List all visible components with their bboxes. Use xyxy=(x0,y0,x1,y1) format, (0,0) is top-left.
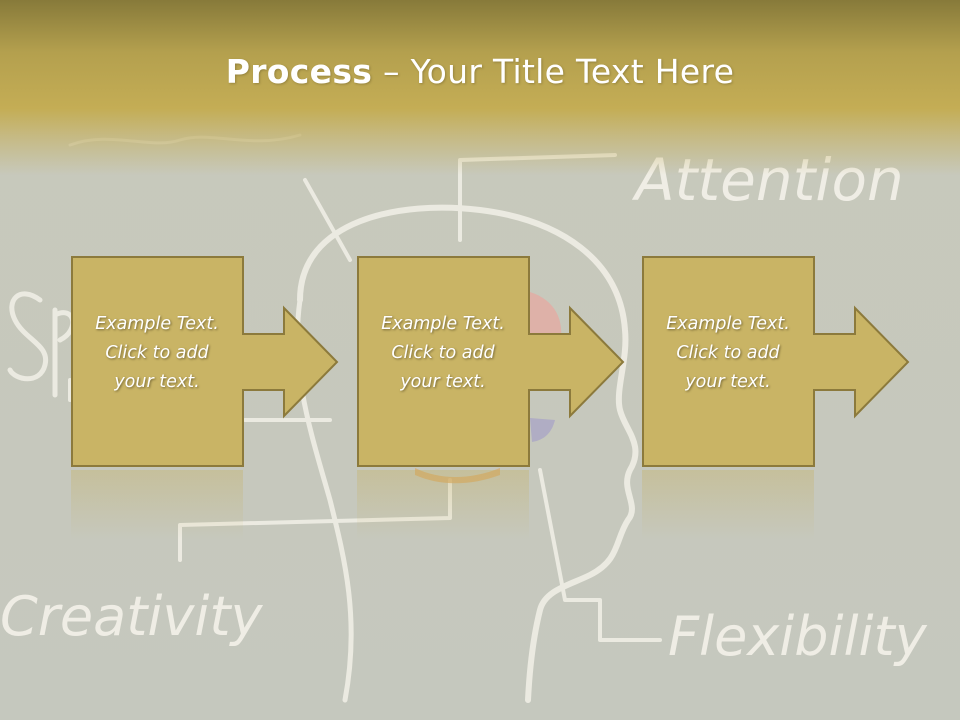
step-3-line-1: Example Text. xyxy=(666,314,790,334)
brain-region-purple xyxy=(530,418,555,442)
step-3-line-3: your text. xyxy=(685,372,771,392)
title-band xyxy=(0,0,960,175)
step-3-shape xyxy=(642,256,910,467)
process-step-3[interactable]: Example Text. Click to add your text. xyxy=(642,256,912,468)
step-1-line-3: your text. xyxy=(114,372,200,392)
chalk-line-diag xyxy=(303,178,352,262)
slide-title[interactable]: Process – Your Title Text Here xyxy=(0,52,960,91)
chalk-line-bottom xyxy=(178,478,452,562)
step-2-text[interactable]: Example Text. Click to add your text. xyxy=(357,310,529,397)
step-1-line-1: Example Text. xyxy=(95,314,219,334)
bg-word-creativity: Creativity xyxy=(0,585,264,648)
step-1-shape xyxy=(71,256,339,467)
bg-word-flexibility: Flexibility xyxy=(668,605,928,668)
title-rest-text: – Your Title Text Here xyxy=(372,52,735,91)
step-3-reflection xyxy=(642,470,814,540)
step-1-line-2: Click to add xyxy=(105,343,209,363)
step-2-line-2: Click to add xyxy=(391,343,495,363)
step-1-text[interactable]: Example Text. Click to add your text. xyxy=(71,310,243,397)
step-3-line-2: Click to add xyxy=(676,343,780,363)
step-1-reflection xyxy=(71,470,243,540)
process-step-2[interactable]: Example Text. Click to add your text. xyxy=(357,256,627,468)
chalk-letter-s xyxy=(7,291,49,382)
chalk-head-outline xyxy=(297,204,639,703)
title-bold-word: Process xyxy=(225,52,373,91)
step-3-text[interactable]: Example Text. Click to add your text. xyxy=(642,310,814,397)
chalk-line-right xyxy=(538,468,662,642)
step-2-reflection xyxy=(357,470,529,540)
step-2-line-1: Example Text. xyxy=(381,314,505,334)
step-2-shape xyxy=(357,256,625,467)
process-step-1[interactable]: Example Text. Click to add your text. xyxy=(71,256,341,468)
step-2-line-3: your text. xyxy=(400,372,486,392)
brain-region-orange xyxy=(415,468,500,484)
brain-region-pink xyxy=(530,292,562,345)
